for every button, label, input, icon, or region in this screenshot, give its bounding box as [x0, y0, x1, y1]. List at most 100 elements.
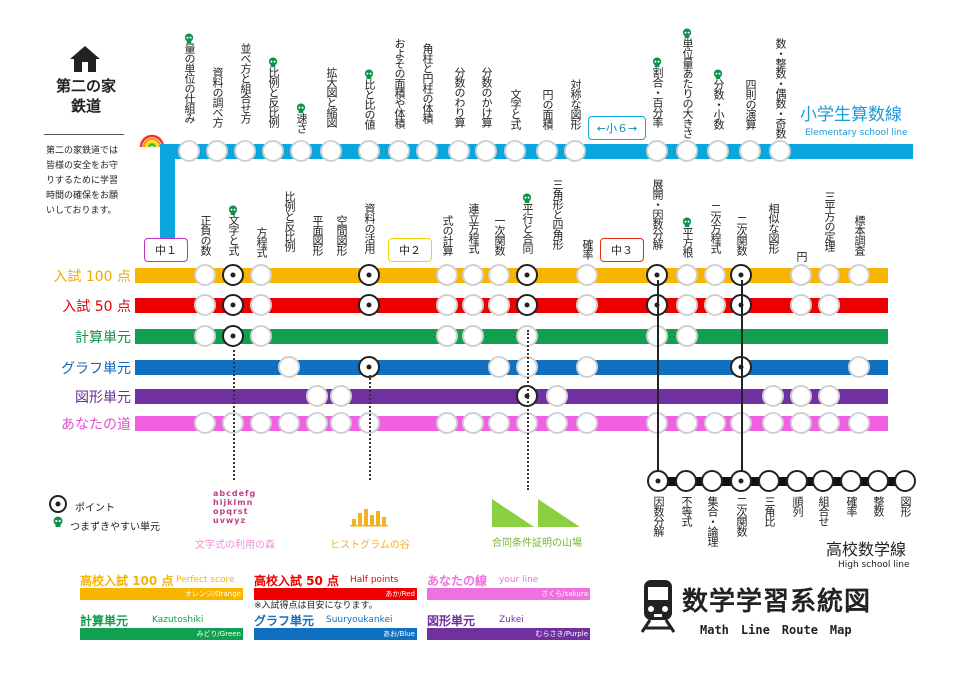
line-station	[194, 294, 216, 316]
line-station	[676, 294, 698, 316]
line-station	[762, 412, 784, 434]
legend-sub: むらさき/Purple	[535, 630, 588, 638]
high-station	[840, 470, 862, 492]
line-station	[546, 412, 568, 434]
middle-station-label: 展開・因数分解	[651, 179, 664, 249]
skull-icon	[184, 29, 195, 44]
high-station-label: 不等式	[680, 496, 693, 526]
elementary-station	[416, 140, 438, 162]
legend-bar	[80, 628, 243, 640]
line-station	[704, 264, 726, 286]
legend-sub: あか/Red	[385, 590, 415, 598]
connector-shiryo	[369, 375, 371, 480]
skull-legend-icon	[53, 516, 63, 527]
level-chu2: 中２	[388, 238, 432, 262]
route-line-label: 入試 100 点	[53, 269, 131, 285]
skull-icon	[682, 213, 693, 228]
elementary-station	[707, 140, 729, 162]
elementary-station	[178, 140, 200, 162]
map-subtitle: Math Line Route Map	[700, 623, 852, 637]
line-station	[762, 385, 784, 407]
legend-en: Half points	[350, 575, 399, 585]
line-station	[462, 264, 484, 286]
middle-station-label: 相似な図形	[767, 203, 780, 253]
histogram-icon	[350, 509, 388, 527]
elementary-station	[646, 140, 668, 162]
elementary-line-drop	[160, 144, 175, 240]
legend-sub: あお/Blue	[383, 630, 415, 638]
route-line	[135, 360, 888, 375]
notice-text: 第二の家鉄道では皆様の安全をお守りするために学習時間の確保をお願いしております。	[46, 146, 119, 216]
elementary-station	[320, 140, 342, 162]
connector-inbun	[657, 280, 659, 480]
level-sho6: ←小６→	[588, 116, 646, 140]
high-line-name: 高校数学線	[826, 540, 907, 559]
route-line-label: 図形単元	[75, 390, 131, 406]
elementary-station	[475, 140, 497, 162]
middle-station-label: 資料の活用	[363, 203, 376, 253]
high-line	[648, 477, 912, 486]
high-station-label: 確率	[845, 496, 858, 516]
high-station-label: 因数分解	[652, 496, 665, 536]
line-station	[250, 325, 272, 347]
line-station	[516, 264, 538, 286]
line-station	[358, 294, 380, 316]
legend-title: グラフ単元	[254, 614, 315, 628]
landmark-moji-glyphs: abcdefg hijklmn opqrst uvwyz	[213, 489, 257, 525]
middle-station-label: 三角形と四角形	[551, 179, 564, 249]
line-station	[818, 294, 840, 316]
map-title: 数学学習系統図	[682, 587, 872, 617]
line-station	[576, 264, 598, 286]
high-station-label: 二次関数	[735, 496, 748, 536]
rainbow-icon	[139, 134, 165, 148]
elementary-station	[739, 140, 761, 162]
high-station-label: 三角比	[763, 496, 776, 526]
high-station	[675, 470, 697, 492]
line-station	[676, 325, 698, 347]
middle-station-label: 一次関数	[493, 215, 506, 255]
line-station	[676, 412, 698, 434]
middle-station-label: 正負の数	[199, 215, 212, 255]
legend-title: 高校入試 100 点	[80, 574, 174, 588]
level-chu1: 中１	[144, 238, 188, 262]
line-station	[488, 294, 510, 316]
line-station	[222, 325, 244, 347]
line-station	[306, 412, 328, 434]
line-station	[848, 356, 870, 378]
skull-icon	[522, 189, 533, 204]
line-station	[790, 412, 812, 434]
line-station	[194, 412, 216, 434]
high-station-label: 組合せ	[817, 496, 830, 526]
line-station	[306, 385, 328, 407]
legend-en: your line	[499, 575, 539, 585]
legend-sub: オレンジ/Orange	[184, 590, 241, 598]
middle-station-label: 方程式	[255, 227, 268, 257]
high-station-label: 集合・論理	[706, 496, 719, 546]
legend-title: 図形単元	[427, 614, 476, 628]
middle-station-label: 文字と式	[227, 215, 240, 255]
elementary-station	[358, 140, 380, 162]
middle-station-label: 空間図形	[335, 215, 348, 255]
line-station	[194, 325, 216, 347]
elementary-station	[206, 140, 228, 162]
route-line-label: 入試 50 点	[62, 299, 131, 315]
connector-niji	[741, 280, 743, 480]
line-station	[330, 385, 352, 407]
line-station	[516, 294, 538, 316]
line-station	[576, 294, 598, 316]
line-station	[546, 385, 568, 407]
elementary-station-label: 角柱と円柱の体積	[421, 43, 434, 123]
header-divider	[44, 134, 124, 135]
line-station	[488, 356, 510, 378]
middle-station-label: 二次方程式	[709, 203, 722, 253]
line-station	[462, 325, 484, 347]
house-icon	[70, 46, 100, 72]
legend-title: あなたの線	[427, 574, 488, 588]
elementary-station	[290, 140, 312, 162]
line-station	[790, 385, 812, 407]
line-station	[488, 264, 510, 286]
point-legend-label: ポイント	[75, 503, 115, 514]
